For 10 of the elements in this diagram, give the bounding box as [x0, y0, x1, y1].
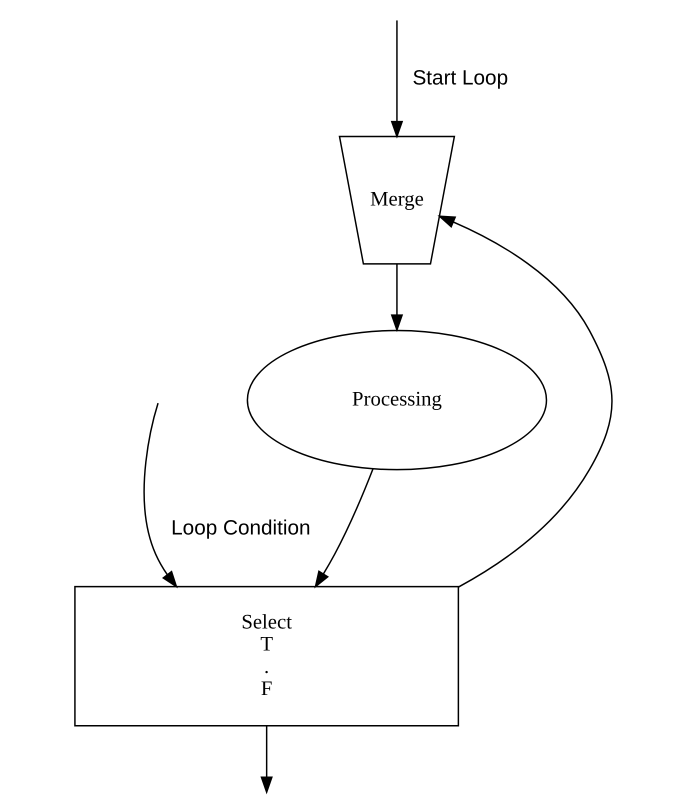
node-ellipse: Processing: [246, 330, 548, 470]
edge-label: Start Loop: [412, 66, 508, 90]
arrow: [143, 402, 178, 588]
edge-label: Loop Condition: [171, 516, 311, 540]
node-box: Select T . F: [74, 586, 460, 727]
arrow: [314, 468, 374, 588]
arrow: [260, 726, 273, 794]
arrow: [437, 215, 613, 588]
arrow: [390, 264, 404, 332]
arrow: [390, 20, 404, 139]
